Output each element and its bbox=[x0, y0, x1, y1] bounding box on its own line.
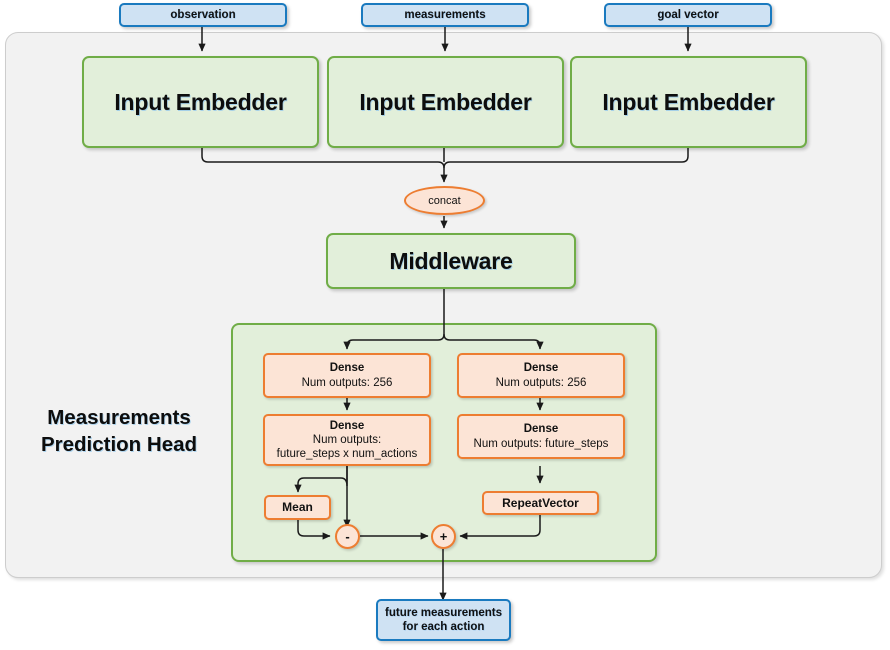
head-label-line-2: Prediction Head bbox=[40, 432, 198, 456]
left-dense-future-steps-actions-title: Dense bbox=[329, 419, 365, 432]
subtract-operator[interactable]: - bbox=[335, 524, 360, 549]
left-dense-future-steps-actions-subtitle-line-2: future_steps x num_actions bbox=[276, 448, 418, 460]
left-dense-future-steps-actions-subtitle-line-1: Num outputs: bbox=[312, 433, 382, 446]
input-observation[interactable]: observation bbox=[119, 3, 287, 27]
right-dense-256[interactable]: Dense Num outputs: 256 bbox=[457, 353, 625, 398]
right-dense-future-steps-title: Dense bbox=[523, 423, 559, 436]
output-line-2: for each action bbox=[402, 621, 485, 633]
input-observation-label: observation bbox=[170, 8, 236, 21]
left-dense-256[interactable]: Dense Num outputs: 256 bbox=[263, 353, 431, 398]
mean-label: Mean bbox=[282, 500, 313, 515]
input-measurements[interactable]: measurements bbox=[361, 3, 529, 27]
output-future-measurements[interactable]: future measurements for each action bbox=[376, 599, 511, 641]
right-dense-256-title: Dense bbox=[523, 362, 559, 375]
subtract-label: - bbox=[345, 529, 350, 544]
add-operator[interactable]: + bbox=[431, 524, 456, 549]
measurements-prediction-head-label: Measurements Prediction Head bbox=[14, 405, 224, 458]
input-goal-vector-label: goal vector bbox=[657, 8, 719, 21]
right-dense-future-steps[interactable]: Dense Num outputs: future_steps bbox=[457, 414, 625, 459]
concat-node[interactable]: concat bbox=[404, 186, 485, 215]
input-embedder-measurements[interactable]: Input Embedder bbox=[327, 56, 564, 148]
head-label-line-1: Measurements bbox=[47, 406, 191, 429]
concat-label: concat bbox=[428, 194, 461, 207]
input-embedder-measurements-label: Input Embedder bbox=[359, 88, 532, 115]
input-embedder-observation-label: Input Embedder bbox=[114, 88, 287, 115]
input-embedder-goal-vector-label: Input Embedder bbox=[602, 88, 775, 115]
add-label: + bbox=[439, 529, 448, 544]
repeat-vector-label: RepeatVector bbox=[502, 495, 579, 510]
input-measurements-label: measurements bbox=[404, 8, 486, 21]
repeat-vector-node[interactable]: RepeatVector bbox=[482, 491, 599, 515]
middleware-label: Middleware bbox=[389, 247, 513, 274]
right-dense-future-steps-subtitle: Num outputs: future_steps bbox=[473, 437, 609, 450]
input-embedder-observation[interactable]: Input Embedder bbox=[82, 56, 319, 148]
input-goal-vector[interactable]: goal vector bbox=[604, 3, 772, 27]
left-dense-future-steps-actions[interactable]: Dense Num outputs: future_steps x num_ac… bbox=[263, 414, 431, 466]
output-line-1: future measurements bbox=[385, 606, 502, 619]
input-embedder-goal-vector[interactable]: Input Embedder bbox=[570, 56, 807, 148]
right-dense-256-subtitle: Num outputs: 256 bbox=[495, 376, 587, 389]
left-dense-256-subtitle: Num outputs: 256 bbox=[301, 376, 393, 389]
middleware-block[interactable]: Middleware bbox=[326, 233, 576, 289]
mean-node[interactable]: Mean bbox=[264, 495, 331, 520]
left-dense-256-title: Dense bbox=[329, 362, 365, 375]
